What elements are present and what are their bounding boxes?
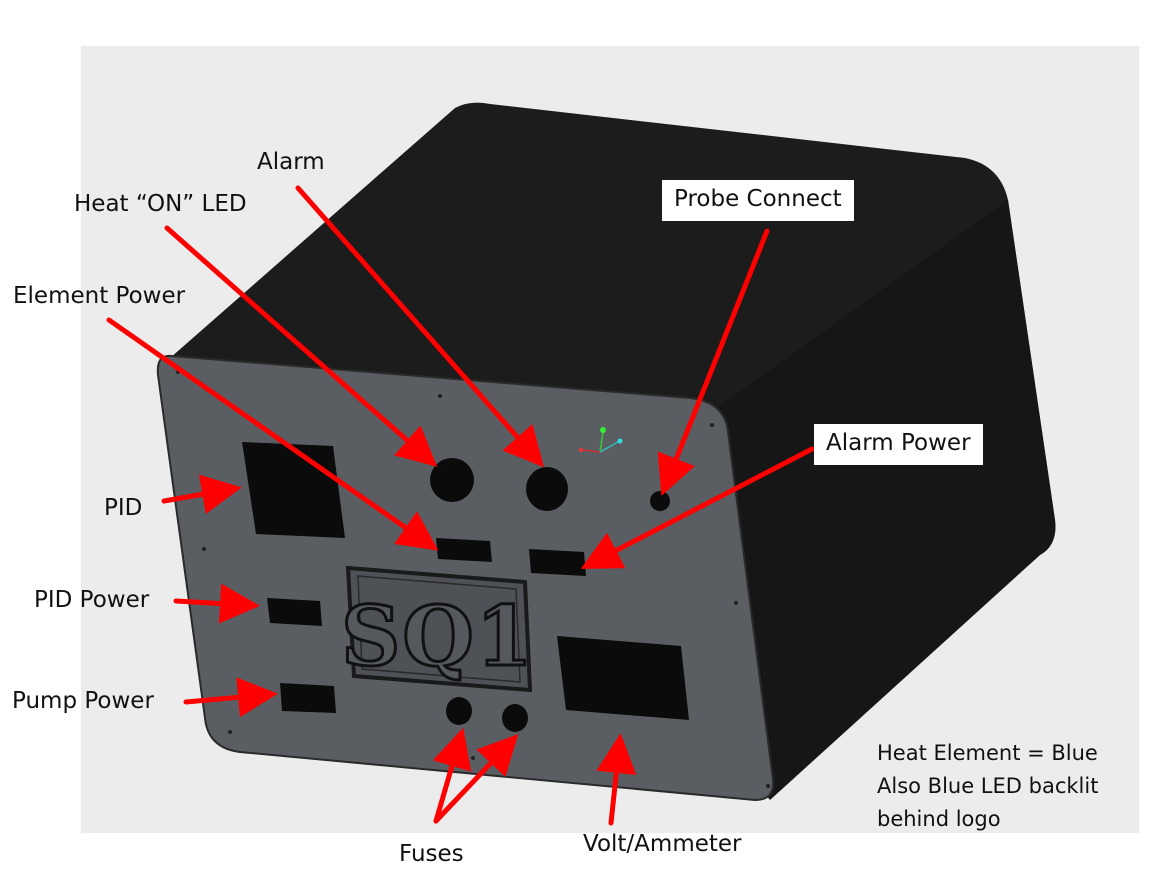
arrow-heat-led — [164, 225, 438, 467]
screw-holes — [176, 370, 770, 788]
element-power-cutout — [436, 538, 492, 562]
label-pid: PID — [104, 495, 143, 521]
alarm-hole — [526, 467, 568, 511]
probe-connect-hole — [650, 491, 670, 511]
fuse-hole-left — [446, 697, 472, 725]
label-fuses: Fuses — [399, 841, 464, 867]
note-line-3: behind logo — [877, 807, 1001, 831]
arrow-element-power — [106, 317, 439, 551]
axis-triad-icon — [579, 427, 623, 453]
alarm-power-cutout — [529, 549, 586, 576]
label-alarm: Alarm — [257, 149, 325, 175]
arrow-fuse-right — [433, 734, 519, 824]
enclosure-side — [700, 200, 1056, 800]
label-volt-ammeter: Volt/Ammeter — [583, 831, 742, 857]
heat-led-hole — [430, 458, 474, 502]
arrow-pid — [161, 474, 242, 515]
label-heat-on-led: Heat “ON” LED — [74, 191, 247, 217]
arrow-alarm — [295, 185, 544, 468]
label-element-power: Element Power — [13, 283, 186, 309]
arrow-fuse-left — [432, 727, 472, 824]
note-line-1: Heat Element = Blue — [877, 741, 1098, 765]
arrow-probe — [657, 228, 770, 496]
sq1-logo: SQ1 — [340, 565, 535, 693]
note-text: Heat Element = Blue Also Blue LED backli… — [877, 737, 1098, 836]
fuse-hole-right — [502, 704, 528, 732]
label-pump-power: Pump Power — [12, 688, 154, 714]
pid-power-cutout — [267, 598, 322, 626]
callout-arrows — [106, 185, 815, 826]
arrow-alarm-power — [580, 446, 815, 569]
pump-power-cutout — [280, 683, 336, 713]
logo-text: SQ1 — [341, 589, 535, 685]
arrow-volt-ammeter — [596, 733, 637, 826]
arrow-pid-power — [173, 583, 260, 624]
pid-cutout — [242, 442, 345, 538]
label-pid-power: PID Power — [34, 587, 150, 613]
label-alarm-power: Alarm Power — [814, 424, 983, 465]
label-probe-connect: Probe Connect — [662, 180, 854, 221]
arrow-pump-power — [183, 677, 278, 718]
note-line-2: Also Blue LED backlit — [877, 774, 1099, 798]
volt-ammeter-cutout — [557, 636, 689, 720]
